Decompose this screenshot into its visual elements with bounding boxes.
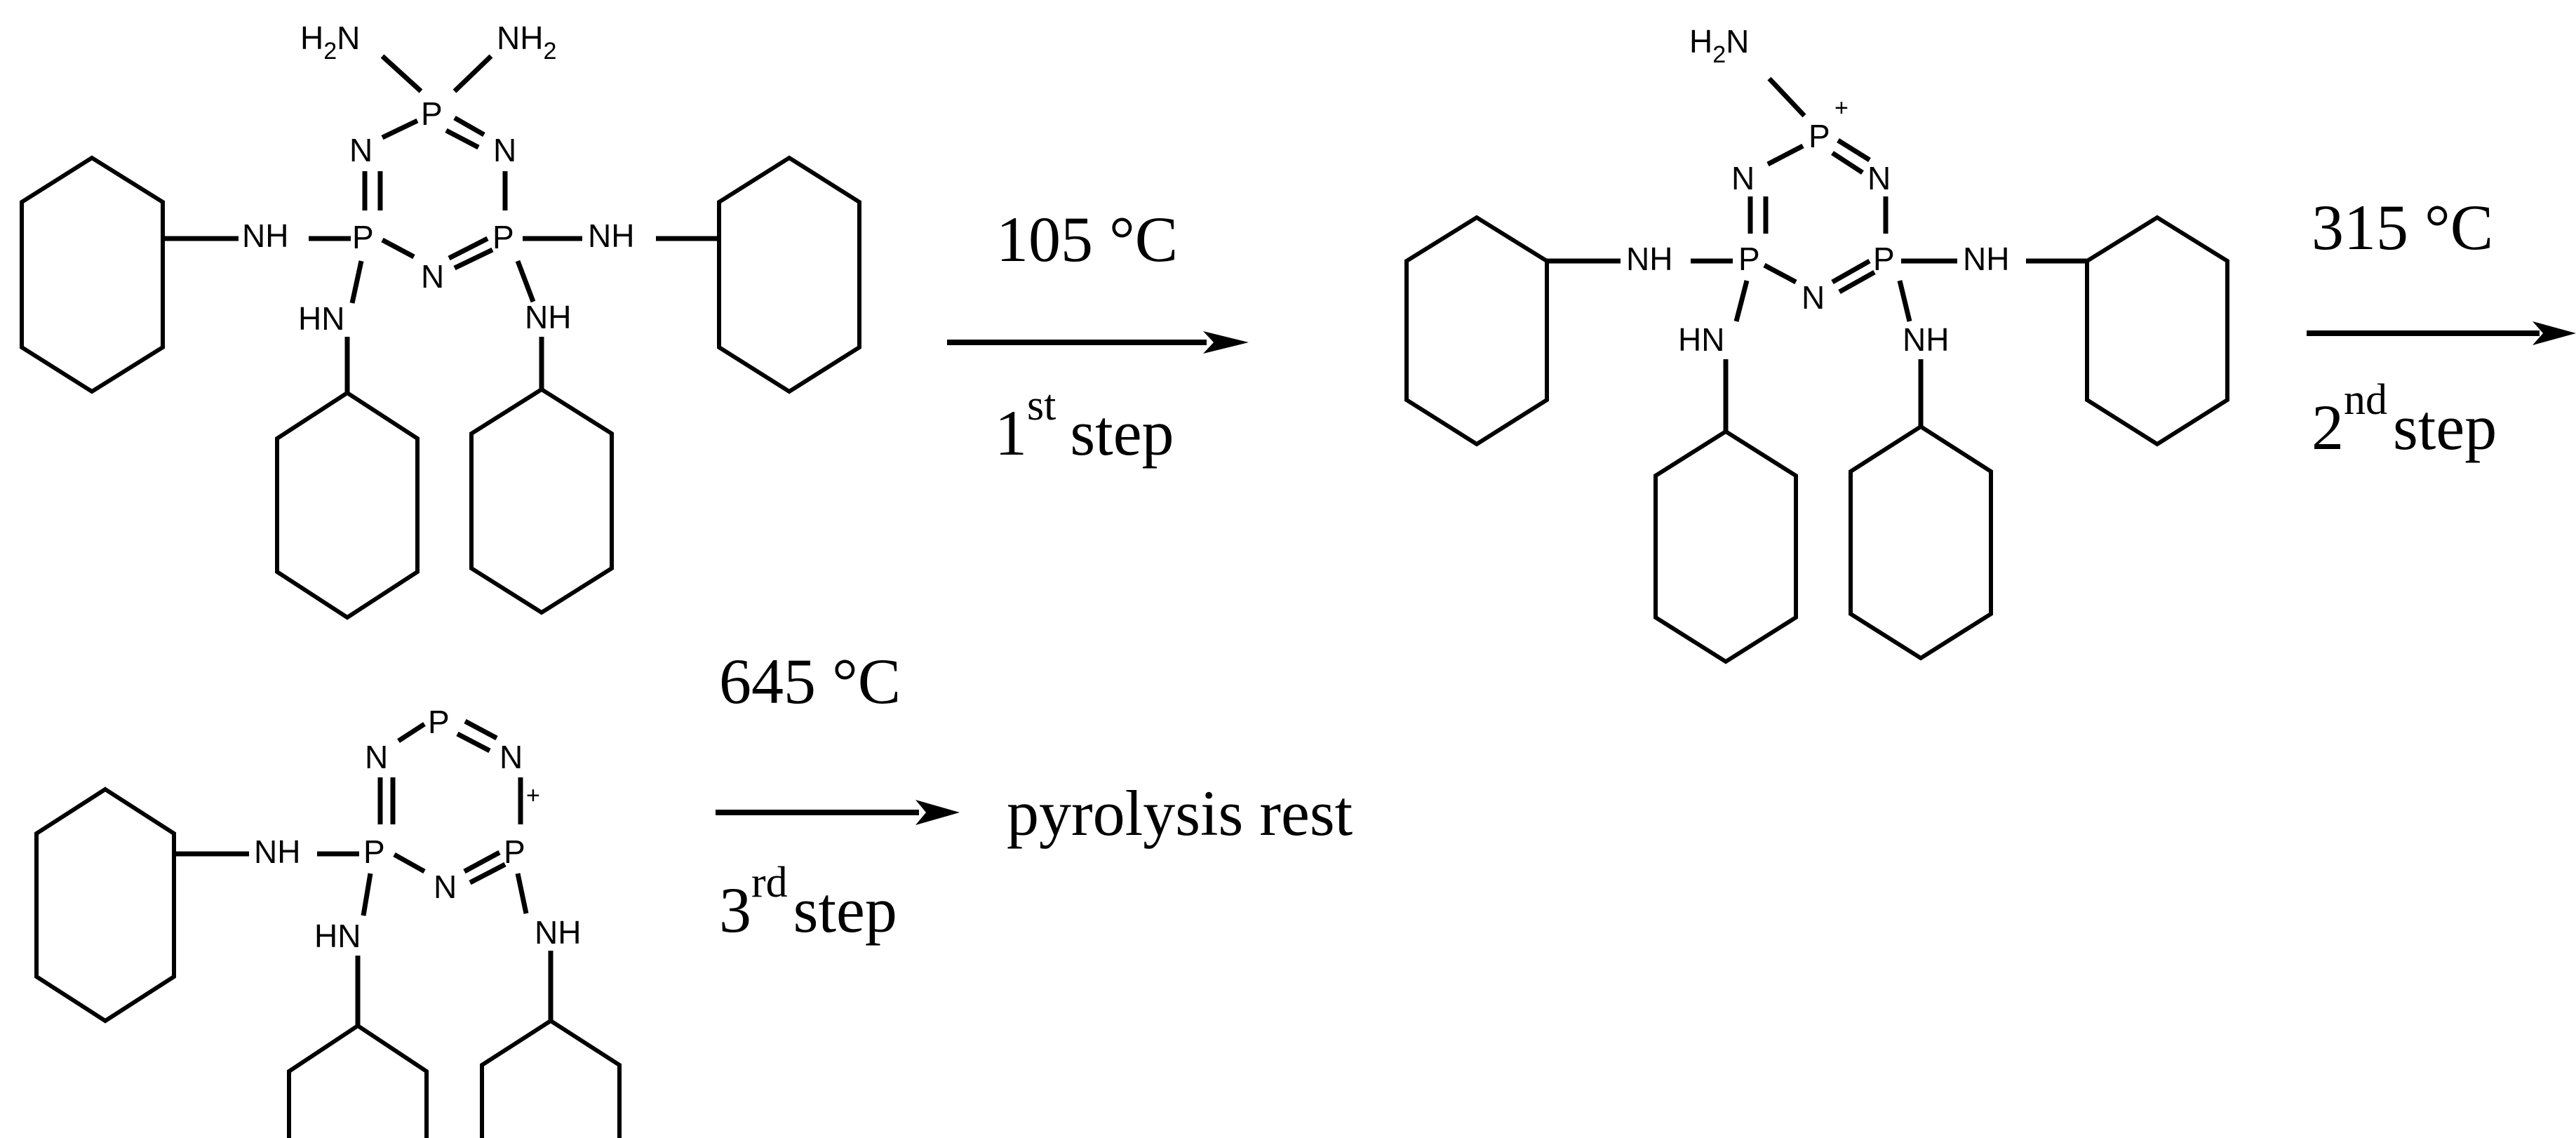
atom-P: P bbox=[421, 95, 443, 132]
intermediate-1: H2N P + N N P P N NH NH HN NH bbox=[1404, 23, 2229, 664]
step-3-temperature: 645 °C bbox=[719, 645, 901, 717]
atom-P: P bbox=[504, 834, 525, 870]
atom-NH: NH bbox=[254, 834, 300, 870]
atom-P: P bbox=[1738, 241, 1760, 277]
atom-NH: NH bbox=[242, 217, 288, 254]
atom-NH: NH bbox=[1963, 241, 2009, 277]
cyclohexane-ring bbox=[1653, 429, 1798, 664]
atom-label: H2N bbox=[300, 20, 360, 65]
atom-NH: NH bbox=[535, 914, 581, 951]
atom-HN: HN bbox=[298, 300, 344, 337]
final-product-label: pyrolysis rest bbox=[1007, 777, 1353, 849]
atom-N: N bbox=[434, 869, 457, 905]
starting-compound: H2N NH2 P N N P P N NH NH HN NH bbox=[20, 20, 861, 620]
atom-N: N bbox=[421, 258, 444, 295]
atom-P: P bbox=[492, 219, 514, 255]
atom-P: P bbox=[428, 704, 450, 740]
cyclohexane-ring bbox=[275, 390, 420, 620]
step-1-temperature: 105 °C bbox=[996, 203, 1178, 275]
atom-P: P bbox=[1809, 118, 1830, 154]
arrow-head-icon bbox=[2533, 321, 2576, 345]
positive-charge: + bbox=[1834, 95, 1849, 121]
reaction-step-2: 315 °C 2ndstep bbox=[2307, 192, 2576, 463]
cyclohexane-ring bbox=[480, 1018, 622, 1138]
atom-HN: HN bbox=[314, 918, 361, 954]
atom-NH: NH bbox=[1626, 241, 1672, 277]
atom-N: N bbox=[1731, 160, 1755, 196]
atom-NH: NH bbox=[1903, 321, 1949, 358]
atom-label: NH2 bbox=[497, 20, 556, 65]
cyclohexane-ring bbox=[34, 786, 176, 1024]
atom-HN: HN bbox=[1678, 321, 1724, 358]
cyclohexane-ring bbox=[2085, 215, 2229, 447]
atom-P: P bbox=[352, 219, 374, 255]
atom-P: P bbox=[1873, 241, 1895, 277]
intermediate-2: P N N + P P N NH HN NH bbox=[34, 704, 622, 1138]
atom-N: N bbox=[365, 739, 388, 775]
cyclohexane-ring bbox=[1404, 215, 1549, 447]
atom-N: N bbox=[1802, 279, 1825, 316]
cyclohexane-ring bbox=[469, 387, 614, 615]
reaction-step-3: 645 °C 3rdstep bbox=[716, 645, 960, 946]
atom-N: N bbox=[493, 132, 516, 168]
cyclohexane-ring bbox=[287, 1023, 429, 1138]
cyclohexane-ring bbox=[717, 155, 861, 394]
arrow-head-icon bbox=[1203, 331, 1249, 354]
positive-charge: + bbox=[526, 782, 540, 809]
cyclohexane-ring bbox=[20, 155, 165, 394]
cyclohexane-ring bbox=[1849, 424, 1993, 661]
atom-NH: NH bbox=[588, 217, 634, 254]
atom-NH: NH bbox=[525, 299, 571, 335]
step-2-temperature: 315 °C bbox=[2312, 192, 2493, 263]
step-2-label: 2ndstep bbox=[2312, 376, 2497, 463]
atom-P: P bbox=[363, 834, 385, 870]
atom-N: N bbox=[499, 739, 523, 775]
atom-N: N bbox=[349, 132, 373, 168]
atom-label: H2N bbox=[1689, 23, 1749, 68]
arrow-head-icon bbox=[915, 800, 960, 825]
atom-N: N bbox=[1867, 160, 1891, 196]
step-3-label: 3rdstep bbox=[719, 859, 897, 946]
